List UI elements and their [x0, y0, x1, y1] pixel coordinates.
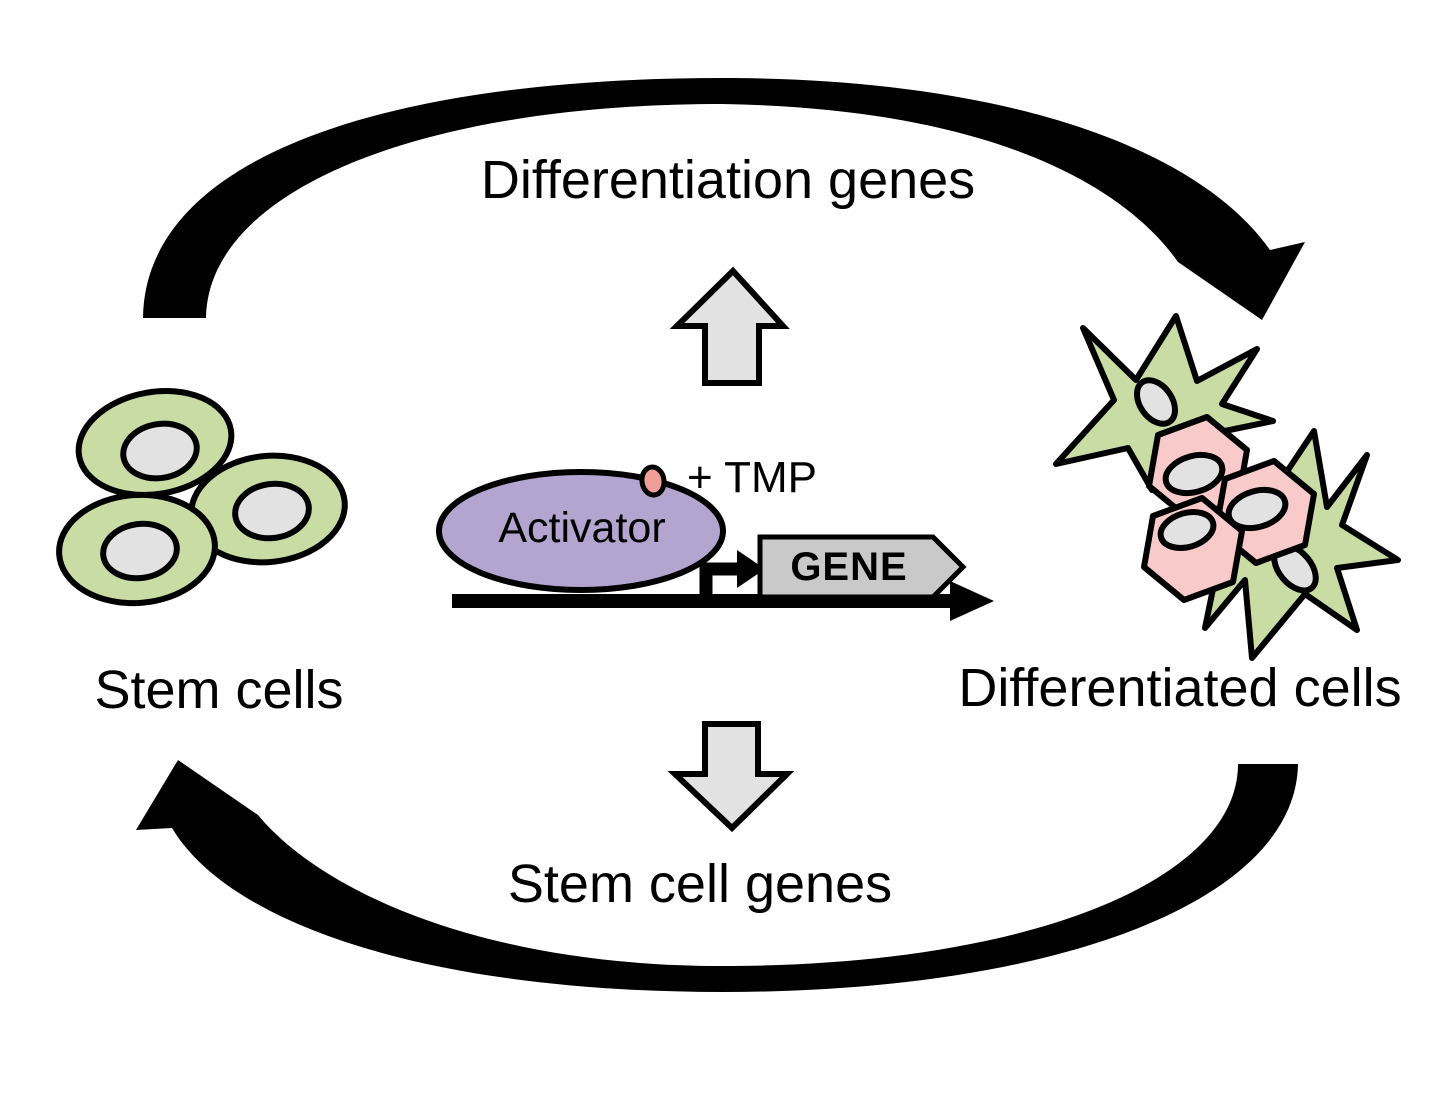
stem-cells-label: Stem cells: [94, 660, 344, 720]
differentiated-cells-label: Differentiated cells: [958, 658, 1402, 718]
differentiation-genes-label: Differentiation genes: [480, 150, 976, 210]
stem-arc-arrow-icon: [136, 760, 1298, 992]
activator-label: Activator: [498, 504, 666, 552]
gene-label: GENE: [790, 545, 908, 589]
differentiated-cells-illustration: [1053, 313, 1401, 661]
stem-cell-genes-label: Stem cell genes: [507, 854, 893, 914]
epithelial-cell-hexagon: [1141, 495, 1245, 603]
stem-cell: [188, 452, 348, 566]
tmp-label: + TMP: [686, 453, 818, 502]
promoter-arrow-icon: [699, 550, 765, 602]
stem-cells-illustration: [56, 388, 348, 607]
stellate-cell: [1053, 313, 1276, 493]
stem-cell: [56, 491, 218, 607]
differentiation-arc-arrow-icon: [143, 78, 1305, 320]
activator-protein: [436, 469, 726, 593]
gene-box: [757, 534, 967, 600]
tmp-ligand-icon: [639, 464, 667, 498]
stem-cell: [75, 388, 235, 498]
up-block-arrow-icon: [669, 266, 790, 386]
gene-schematic: [436, 464, 994, 621]
down-block-arrow-icon: [667, 721, 795, 833]
